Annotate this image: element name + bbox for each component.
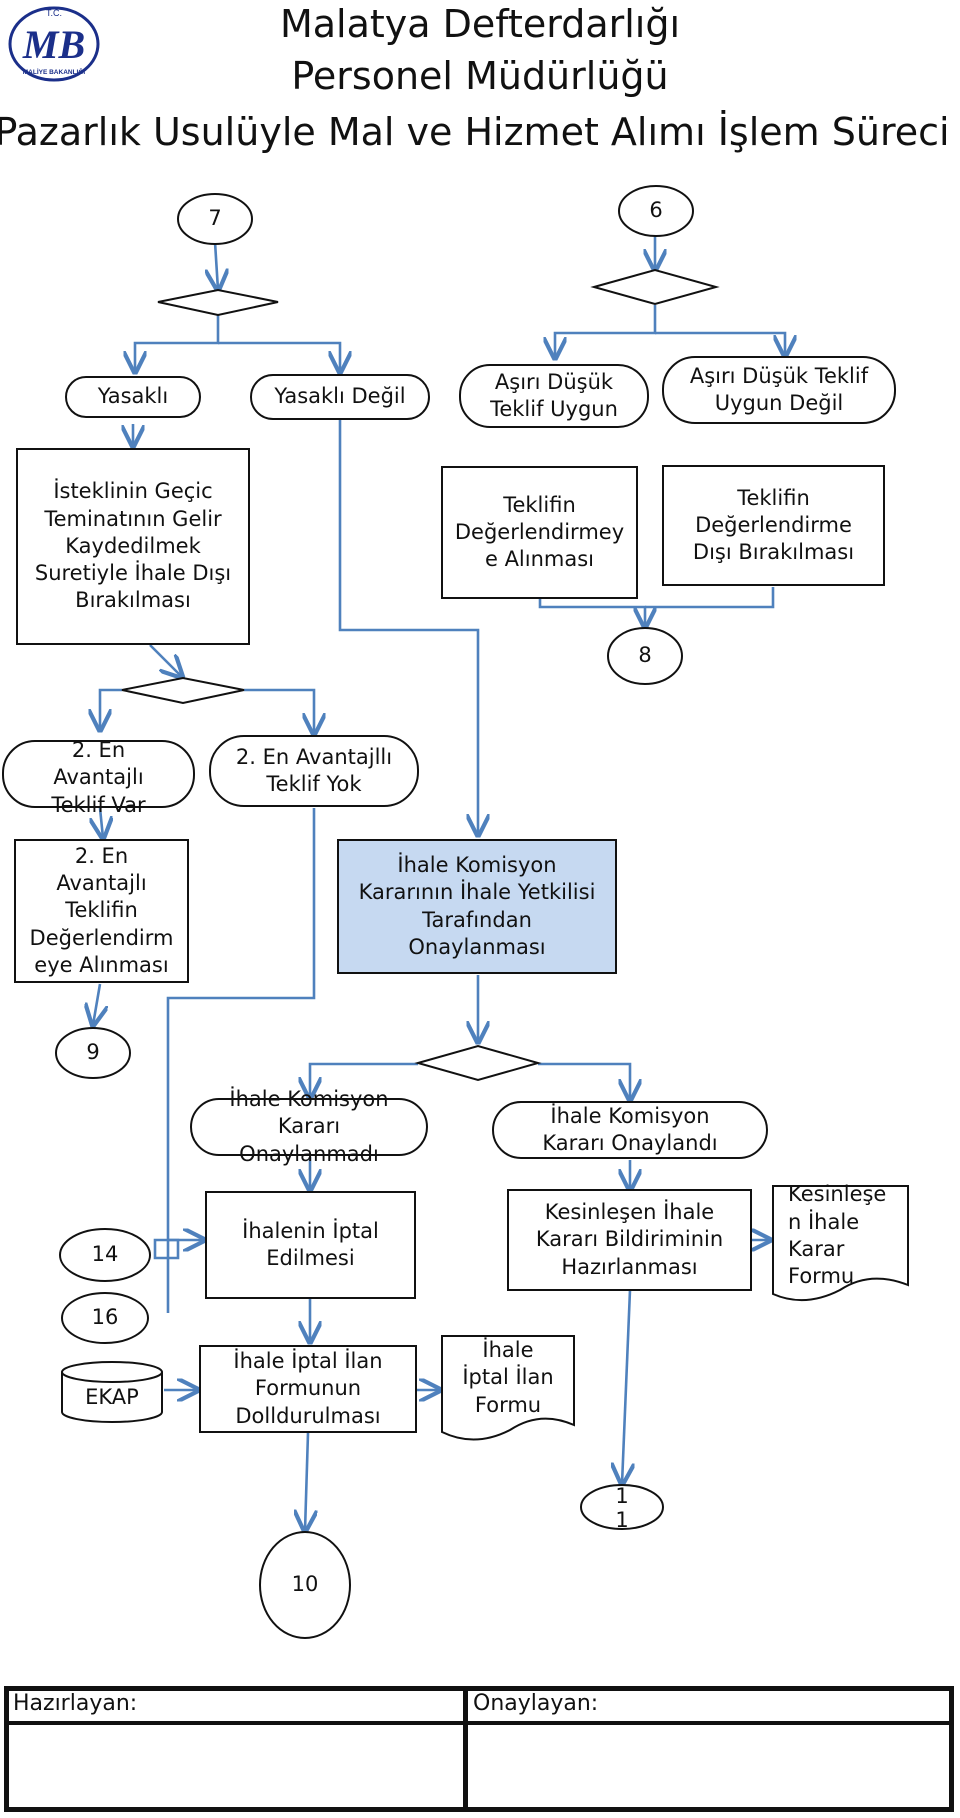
footer-header-divider [9,1721,949,1725]
connector-8-label: 8 [638,643,652,668]
process-isteklinin [16,448,250,645]
decision-asiri-dusuk [590,268,720,306]
terminator-onaylandi [492,1101,768,1159]
arrow-to-asiri-uygun-degil [655,331,785,356]
connector-6-label: 6 [649,198,663,223]
signature-table: Hazırlayan: Onaylayan: [4,1686,954,1812]
en-avantajli-deger-label: 2. En Avantajlı Teklifin Değerlendirm ey… [29,843,174,977]
ekap-label: EKAP [85,1385,139,1410]
connector-14-label: 14 [91,1242,119,1267]
connector-16 [61,1292,149,1344]
decision-yasakli [157,288,279,317]
connector-8 [607,627,683,685]
connector-6 [618,185,694,237]
connector-10-label: 10 [291,1572,319,1597]
junction-box [153,1238,180,1260]
connector-14 [59,1228,151,1282]
connector-7 [177,193,253,245]
connector-9-label: 9 [86,1040,100,1065]
onaylandi-label: İhale Komisyon Kararı Onaylandı [542,1103,718,1155]
ministry-logo: T.C. MB MALİYE BAKANLIĞI [6,4,102,88]
onaylanmadi-label: İhale Komisyon Kararı Onaylanmadı [229,1087,389,1166]
process-iptal-edilmesi [205,1191,416,1299]
arrow-to-yasakli-degil [218,341,340,372]
asiri-uygun-degil-label: Aşırı Düşük Teklif Uygun Değil [689,363,869,415]
footer-column-divider [463,1691,468,1807]
arrow-to-asiri-uygun [555,305,657,358]
logo-bottom-text: MALİYE BAKANLIĞI [23,67,86,76]
kesinlesen-form-label: Kesinleşe n İhale Karar Formu [788,1182,887,1289]
komisyon-onay-label: İhale Komisyon Kararının İhale Yetkilisi… [358,852,596,959]
arrow-to-onaylandi [538,1062,630,1100]
terminator-yasakli-degil [250,374,430,420]
prepared-by-label: Hazırlayan: [13,1691,138,1716]
terminator-en-avantajli-var [2,740,195,808]
process-komisyon-onay [337,839,617,974]
en-avantajli-var-label: 2. En Avantajlı Teklif Var [51,738,146,817]
kesinlesen-bildirim-label: Kesinleşen İhale Kararı Bildiriminin Haz… [535,1200,724,1279]
connector-10 [259,1531,351,1639]
decision-onay [414,1044,542,1082]
teklifin-disi-label: Teklifin Değerlendirme Dışı Bırakılması [692,485,855,565]
connector-16-label: 16 [91,1305,119,1330]
arrow-degerlendirme-to-9 [93,983,100,1025]
terminator-asiri-uygun [459,364,649,428]
process-iptal-ilan-doldur [199,1345,417,1433]
iptal-ilan-formu-label: İhale İptal İlan Formu [462,1338,554,1417]
connector-11-label: 1 1 [615,1483,629,1532]
shapes [2,185,909,1639]
terminator-onaylanmadi [190,1098,428,1156]
iptal-ilan-doldur-label: İhale İptal İlan Formunun Dolldurulması [233,1349,383,1428]
terminator-en-avantajli-yok [209,735,419,807]
header-line-1: Malatya Defterdarlığı [279,2,681,46]
arrow-kesinlesen-to-11 [622,1289,630,1484]
arrow-to-en-avantajli-var [100,688,122,730]
arrow-yasakli-degil-to-komisyon [338,420,478,835]
connector-9 [55,1027,131,1079]
arrow-to-onaylanmadi [310,1062,418,1098]
arrow-to-en-avantajli-yok [244,688,314,734]
database-ekap-top [61,1361,163,1383]
arrow-to-8-right [645,587,775,609]
line-yok-down [166,808,316,1313]
header-line-2: Personel Müdürlüğü [291,54,669,98]
process-kesinlesen-bildirim [507,1189,752,1291]
page-title: Pazarlık Usulüyle Mal ve Hizmet Alımı İş… [0,110,950,154]
terminator-yasakli [65,376,201,418]
isteklinin-label: İsteklinin Geçic Teminatının Gelir Kayde… [34,479,232,613]
arrow-var-to-degerlendirme [100,807,103,838]
logo-top-text: T.C. [46,8,62,18]
connector-11 [580,1484,664,1530]
decision-en-avantajli [121,676,245,705]
arrow-to-yasakli [135,313,220,372]
arrow-to-8-left [538,594,645,627]
iptal-edilmesi-label: İhalenin İptal Edilmesi [242,1218,379,1270]
yasakli-degil-label: Yasaklı Değil [274,384,406,409]
terminator-asiri-uygun-degil [662,356,896,424]
document-kesinlesen-form [772,1185,909,1302]
process-teklifin-alinmasi [441,466,638,599]
approved-by-label: Onaylayan: [473,1691,599,1716]
process-en-avantajli-deger [14,839,189,983]
database-ekap [61,1372,163,1423]
asiri-uygun-label: Aşırı Düşük Teklif Uygun [490,369,618,421]
process-teklifin-disi [662,465,885,586]
en-avantajli-yok-label: 2. En Avantajllı Teklif Yok [235,744,393,796]
document-iptal-ilan-formu [441,1335,575,1441]
yasakli-label: Yasaklı [97,384,169,409]
arrow-isteklinin-to-decision [149,644,182,677]
arrow-7-to-decision [215,241,218,290]
logo-initials: MB [22,22,85,67]
connector-7-label: 7 [208,206,222,231]
arrow-ilan-to-10 [305,1432,308,1531]
teklifin-alinmasi-label: Teklifin Değerlendirmey e Alınması [454,492,625,572]
